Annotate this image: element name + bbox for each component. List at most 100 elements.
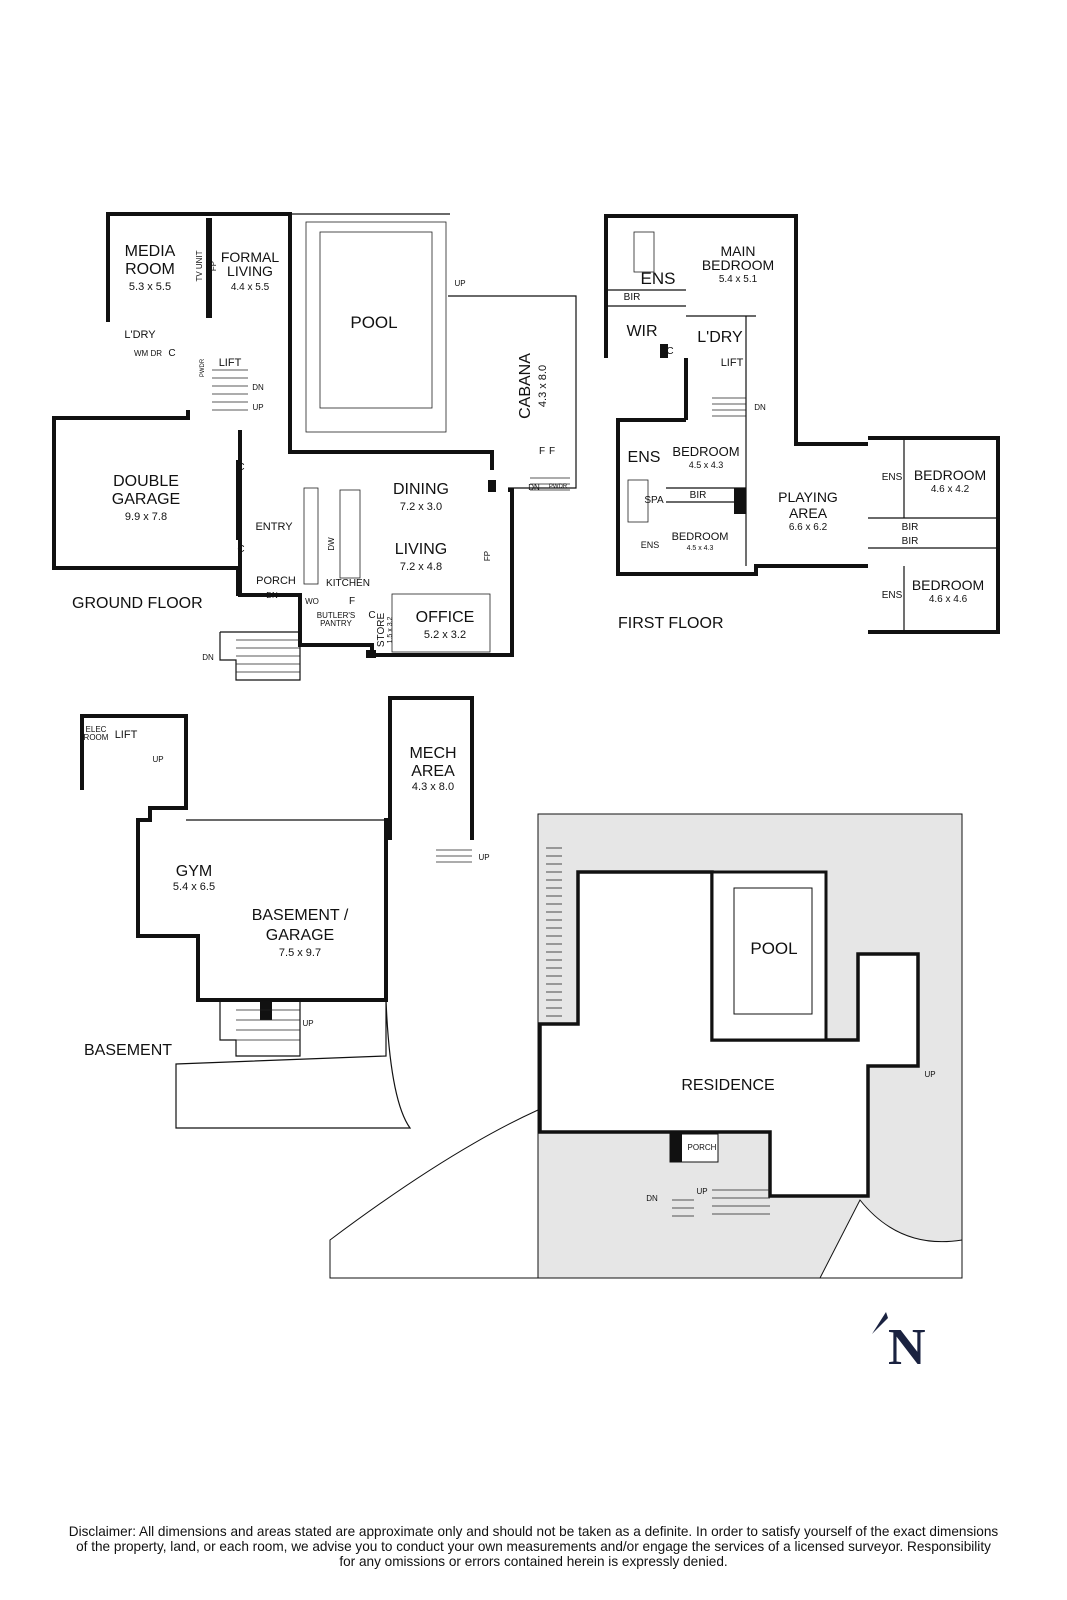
ground-wall-pool	[288, 214, 494, 470]
garage-dims: 9.9 x 7.8	[125, 511, 167, 523]
first-wall-bottom	[616, 418, 868, 576]
main-bedroom-name-1: MAIN	[721, 243, 756, 259]
elec-room-name-2: ROOM	[84, 733, 109, 742]
butlers-name-2: PANTRY	[320, 619, 352, 628]
first-c-marker: C	[666, 346, 673, 357]
ground-wall-block-5	[366, 650, 376, 658]
ground-floor-label: GROUND FLOOR	[72, 595, 203, 612]
ground-lift-label: LIFT	[219, 357, 242, 369]
first-wall-top	[604, 214, 868, 446]
playing-area-name-1: PLAYING	[778, 489, 838, 505]
ground-c-marker-2: C	[237, 544, 244, 555]
mech-stairs	[436, 849, 472, 863]
main-bir-label: BIR	[624, 292, 641, 303]
first-wall-right	[868, 436, 1000, 634]
basement-wall-mech	[388, 696, 474, 840]
ground-cabana-stairs	[530, 477, 570, 491]
cabana-f-marker-1: F	[539, 446, 545, 457]
ground-wall-block-3	[206, 218, 212, 318]
bedroom-3-dims: 4.5 x 4.3	[687, 545, 714, 552]
office-dims: 5.2 x 3.2	[424, 629, 466, 641]
disclaimer: Disclaimer: All dimensions and areas sta…	[14, 1524, 1053, 1569]
first-ldry-label: L'DRY	[697, 329, 743, 346]
ground-dn-marker-4: DN	[528, 483, 540, 492]
main-bedroom-dims: 5.4 x 5.1	[719, 274, 758, 285]
ground-entry-steps	[219, 631, 301, 681]
mid-bir-label: BIR	[690, 490, 707, 501]
gym-name: GYM	[176, 863, 212, 880]
north-arrow-icon	[872, 1312, 888, 1334]
media-room-name-2: ROOM	[125, 261, 175, 278]
formal-living-name-2: LIVING	[227, 263, 273, 279]
ens-5-label: ENS	[882, 590, 903, 601]
basement-lift-label: LIFT	[115, 729, 138, 741]
basement-plan: ELEC ROOM LIFT MECH AREA 4.3 x 8.0 GYM 5…	[80, 696, 490, 1129]
ground-pool-outline	[305, 221, 447, 433]
site-dn-marker: DN	[646, 1194, 658, 1203]
right-bir-b-label: BIR	[902, 536, 919, 547]
bedroom-3-name: BEDROOM	[672, 531, 729, 543]
ens-2-label: ENS	[628, 449, 661, 466]
playing-area-dims: 6.6 x 6.2	[789, 522, 828, 533]
kitchen-f-marker: F	[349, 596, 355, 607]
ground-wall-cabana	[448, 295, 577, 489]
entry-label: ENTRY	[255, 521, 293, 533]
bedroom-5-name: BEDROOM	[912, 577, 984, 593]
ens-3-label: ENS	[641, 540, 660, 550]
bedroom-2-dims: 4.5 x 4.3	[689, 460, 724, 470]
ground-fp-marker: FP	[209, 261, 218, 271]
basement-up-marker-1: UP	[152, 755, 163, 764]
spa-label: SPA	[644, 495, 664, 506]
store-name: STORE	[376, 613, 387, 648]
ground-office-box	[391, 593, 491, 653]
mech-dims: 4.3 x 8.0	[412, 781, 454, 793]
bedroom-4-dims: 4.6 x 4.2	[931, 484, 970, 495]
kitchen-dw-marker: DW	[327, 537, 336, 551]
ground-wall-garage	[52, 410, 240, 570]
ens-4-label: ENS	[882, 472, 903, 483]
living-dims: 7.2 x 4.8	[400, 561, 442, 573]
media-room-name-1: MEDIA	[125, 243, 176, 260]
cabana-f-marker-2: F	[549, 446, 555, 457]
ground-c-marker-3: C	[168, 348, 175, 359]
disclaimer-line-1: Disclaimer: All dimensions and areas sta…	[68, 1524, 999, 1539]
disclaimer-line-3: for any omissions or errors contained he…	[339, 1554, 728, 1569]
first-dn-marker: DN	[754, 403, 766, 412]
ground-wall-block-4	[488, 480, 496, 492]
site-up-marker-1: UP	[924, 1070, 935, 1079]
basement-up-marker-2: UP	[478, 853, 489, 862]
ground-dn-marker-1: DN	[252, 383, 264, 392]
store-dims: 1.5 x 3.2	[387, 616, 394, 643]
first-ens-tub	[633, 231, 655, 273]
right-bir-a-label: BIR	[902, 522, 919, 533]
cabana-pwdr-marker: PWDR	[549, 484, 568, 490]
main-ens-label: ENS	[641, 269, 676, 288]
main-bedroom-name-2: BEDROOM	[702, 257, 774, 273]
site-driveway	[329, 1109, 539, 1279]
basement-label: BASEMENT	[84, 1042, 172, 1059]
ground-up-marker-1: UP	[454, 279, 465, 288]
cabana-dims: 4.3 x 8.0	[537, 365, 549, 407]
living-fp-marker: FP	[483, 551, 492, 561]
dining-name: DINING	[393, 481, 449, 498]
basement-wall-left	[80, 714, 390, 1002]
site-plan: POOL RESIDENCE PORCH UP UP DN	[329, 813, 963, 1279]
ground-wmdr-marker: WM DR	[134, 349, 162, 358]
ground-wall-block-2	[236, 568, 242, 596]
first-floor-label: FIRST FLOOR	[618, 615, 724, 632]
north-label: N	[888, 1319, 926, 1376]
first-lift-label: LIFT	[721, 357, 744, 369]
site-driveway-right	[819, 1199, 963, 1279]
site-front-steps	[672, 1189, 770, 1217]
mech-name-1: MECH	[409, 745, 456, 762]
first-wall-block-2	[660, 344, 668, 358]
bedroom-2-name: BEDROOM	[672, 444, 739, 459]
elec-room-name-1: ELEC	[86, 725, 107, 734]
site-steps	[546, 847, 562, 1017]
ground-stairs	[212, 369, 248, 411]
ground-dn-marker-3: DN	[202, 653, 214, 662]
media-room-dims: 5.3 x 5.5	[129, 281, 171, 293]
first-spa-tub	[627, 479, 649, 523]
basement-garage-name-2: GARAGE	[266, 927, 334, 944]
